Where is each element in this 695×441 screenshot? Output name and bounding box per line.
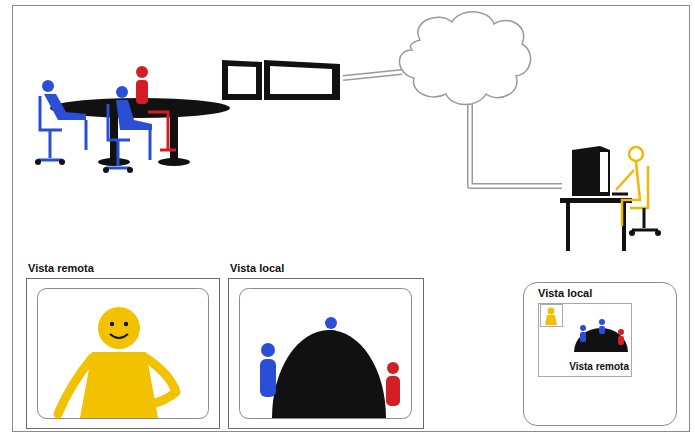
remote-user-closeup (110, 322, 114, 326)
computer-desk (566, 203, 570, 251)
remote-participant-blue (38, 130, 62, 160)
outer-frame (13, 6, 690, 432)
network-wire (343, 72, 402, 78)
remote-user-yellow (629, 147, 643, 161)
pip-view (599, 319, 605, 325)
network-wire (343, 72, 402, 78)
remote-user-closeup (58, 358, 92, 414)
computer-desk (600, 152, 608, 192)
remote-participant-blue (103, 167, 109, 173)
screen-inner-frame (38, 289, 209, 419)
remote-participant-blue (85, 120, 88, 150)
remote-participant-red (160, 149, 176, 152)
remote-participant-blue (116, 100, 152, 130)
video-monitor (222, 60, 262, 100)
network-cloud (399, 12, 530, 105)
remote-participant-blue (35, 159, 41, 165)
screen-inner-frame (240, 289, 412, 419)
computer-desk (572, 146, 610, 196)
meeting-table (158, 158, 190, 166)
remote-user-yellow (655, 230, 661, 236)
panel-heading: Vista local (230, 262, 284, 275)
pip-view (618, 329, 624, 335)
remote-user-closeup (146, 358, 176, 404)
pip-view (548, 308, 555, 315)
remote-user-closeup (124, 322, 128, 326)
remote-user-yellow (616, 147, 661, 236)
meeting-table (170, 112, 178, 160)
remote-user-yellow (629, 230, 635, 236)
local-meeting-view (386, 376, 400, 406)
remote-participant-blue (42, 80, 54, 92)
view-label: Vista remota (539, 360, 631, 373)
video-monitor (270, 66, 332, 94)
pip-view (541, 305, 629, 353)
remote-user-closeup (110, 334, 128, 338)
remote-participant-blue (35, 80, 86, 165)
local-meeting-view (261, 343, 275, 357)
local-meeting-view (260, 359, 276, 397)
remote-participant-blue (44, 94, 86, 120)
remote-participant-red (136, 80, 148, 104)
local-meeting-view (272, 330, 386, 418)
panel-heading: Vista remota (28, 262, 94, 275)
remote-participant-blue (116, 86, 128, 98)
remote-view-panel: Vista remota (26, 258, 220, 429)
remote-participant-blue (103, 86, 152, 173)
local-meeting-view (260, 317, 400, 418)
screen-frame (26, 278, 220, 429)
network-cloud (399, 12, 530, 105)
network-wire (470, 104, 562, 186)
pip-view (618, 336, 624, 345)
video-monitor (264, 60, 340, 100)
remote-user-closeup (98, 307, 140, 349)
pip-view (545, 315, 557, 325)
screen-frame (228, 278, 424, 429)
remote-participant-red (136, 66, 148, 78)
remote-participant-red (136, 66, 176, 150)
remote-participant-blue (108, 104, 130, 140)
remote-participant-blue (40, 96, 62, 130)
meeting-table (50, 98, 230, 166)
workstation-screen: Vista localVista remota (523, 282, 677, 426)
remote-participant-blue (59, 159, 65, 165)
remote-user-yellow (616, 170, 634, 190)
remote-user-yellow (632, 208, 658, 230)
meeting-table (98, 158, 130, 166)
local-meeting-view (325, 317, 337, 329)
outer-frame (13, 6, 690, 432)
video-monitor (222, 60, 340, 100)
pip-view (541, 305, 563, 327)
remote-view-inset: Vista remota (538, 303, 632, 377)
remote-participant-blue (106, 140, 130, 168)
pip-view (599, 326, 605, 334)
local-view-panel: Vista local (228, 258, 424, 429)
computer-desk (612, 193, 628, 196)
video-monitor (228, 66, 256, 94)
local-meeting-view (387, 362, 399, 374)
screen-inner-frame (38, 289, 412, 419)
remote-participant-blue (127, 167, 133, 173)
view-label: Vista local (538, 287, 592, 300)
remote-participant-blue (149, 130, 152, 160)
pip-view (580, 325, 586, 331)
remote-user-closeup (58, 307, 176, 418)
remote-user-yellow (630, 166, 648, 208)
pip-view (580, 332, 586, 342)
computer-desk (560, 146, 632, 251)
network-wire (470, 104, 562, 186)
